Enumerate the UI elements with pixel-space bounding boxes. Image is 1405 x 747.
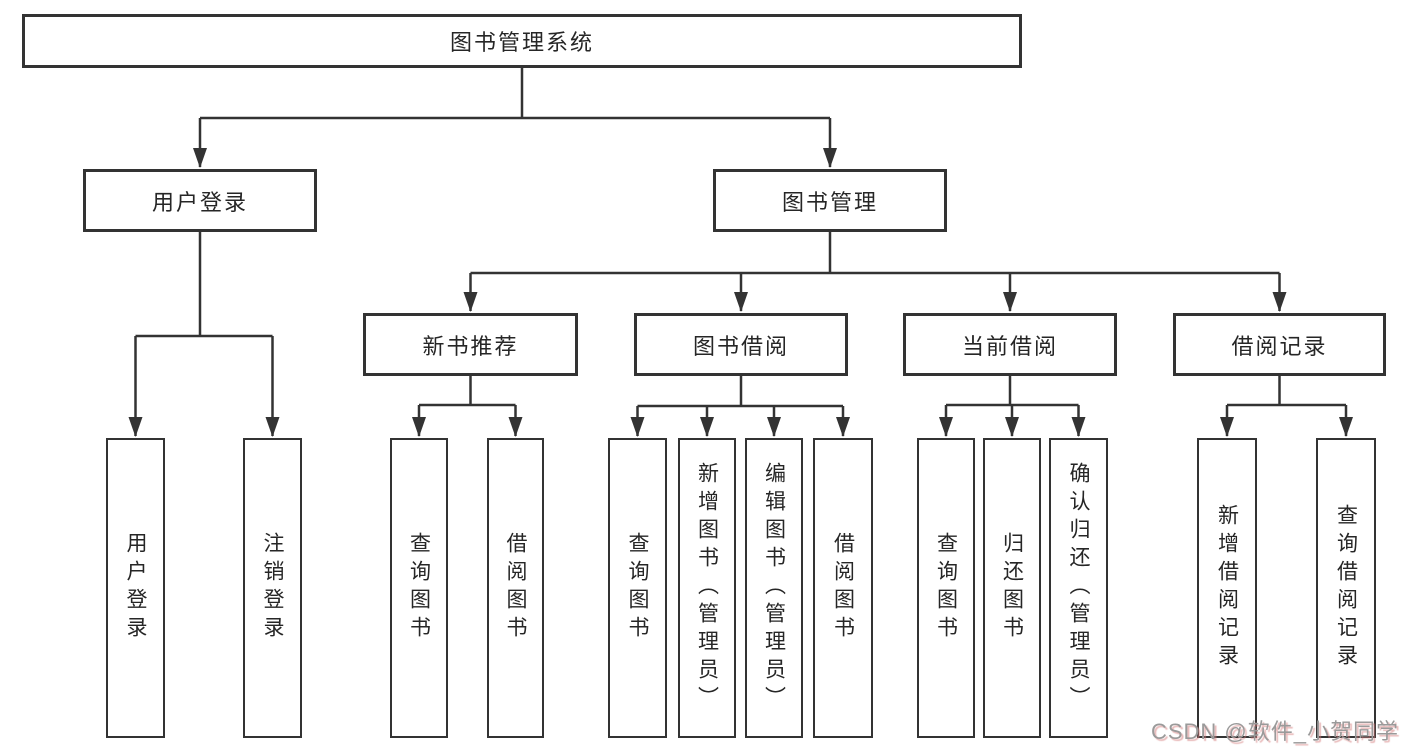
node-new-book-recommend: 新书推荐	[363, 313, 578, 376]
leaf-query-books-2-label: 查询图书	[626, 532, 649, 644]
leaf-add-borrow-record: 新增借阅记录	[1197, 438, 1257, 738]
node-borrowing-records-label: 借阅记录	[1231, 333, 1328, 359]
leaf-add-borrow-record-label: 新增借阅记录	[1215, 504, 1239, 672]
node-new-book-recommend-label: 新书推荐	[422, 333, 519, 359]
leaf-query-books-3-label: 查询图书	[934, 532, 958, 644]
connector-trunks	[135, 68, 1346, 408]
leaf-add-book-admin-label: 新增图书（管理员）	[695, 462, 719, 714]
leaf-borrow-books-1-label: 借阅图书	[504, 532, 527, 644]
node-book-management: 图书管理	[713, 169, 947, 232]
node-borrowing-records: 借阅记录	[1173, 313, 1386, 376]
leaf-edit-book-admin: 编辑图书（管理员）	[745, 438, 803, 738]
leaf-confirm-return-admin-label: 确认归还（管理员）	[1067, 462, 1090, 714]
leaf-query-books-3: 查询图书	[917, 438, 975, 738]
leaf-query-books-1: 查询图书	[390, 438, 448, 738]
leaf-logout-login-label: 注销登录	[261, 532, 284, 644]
leaf-query-books-1-label: 查询图书	[407, 532, 431, 644]
node-user-login: 用户登录	[83, 169, 317, 232]
node-current-borrowing-label: 当前借阅	[961, 333, 1058, 359]
node-user-login-label: 用户登录	[151, 189, 248, 215]
leaf-borrow-books-2-label: 借阅图书	[831, 532, 855, 644]
leaf-add-book-admin: 新增图书（管理员）	[678, 438, 736, 738]
node-book-management-label: 图书管理	[781, 189, 878, 215]
node-book-borrowing-label: 图书借阅	[692, 333, 789, 359]
watermark-text: CSDN @软件_小贺同学	[1150, 719, 1399, 744]
leaf-edit-book-admin-label: 编辑图书（管理员）	[762, 462, 786, 714]
node-book-borrowing: 图书借阅	[634, 313, 848, 376]
leaf-user-login-label: 用户登录	[124, 532, 147, 644]
node-root: 图书管理系统	[22, 14, 1022, 68]
leaf-borrow-books-2: 借阅图书	[813, 438, 873, 738]
leaf-user-login: 用户登录	[106, 438, 165, 738]
leaf-query-books-2: 查询图书	[608, 438, 667, 738]
leaf-return-books-label: 归还图书	[1000, 532, 1024, 644]
leaf-confirm-return-admin: 确认归还（管理员）	[1049, 438, 1108, 738]
node-current-borrowing: 当前借阅	[903, 313, 1117, 376]
leaf-borrow-books-1: 借阅图书	[487, 438, 544, 738]
node-root-label: 图书管理系统	[449, 30, 594, 55]
leaf-logout-login: 注销登录	[243, 438, 302, 738]
leaf-query-borrow-record: 查询借阅记录	[1316, 438, 1376, 738]
leaf-return-books: 归还图书	[983, 438, 1041, 738]
leaf-query-borrow-record-label: 查询借阅记录	[1334, 504, 1358, 672]
